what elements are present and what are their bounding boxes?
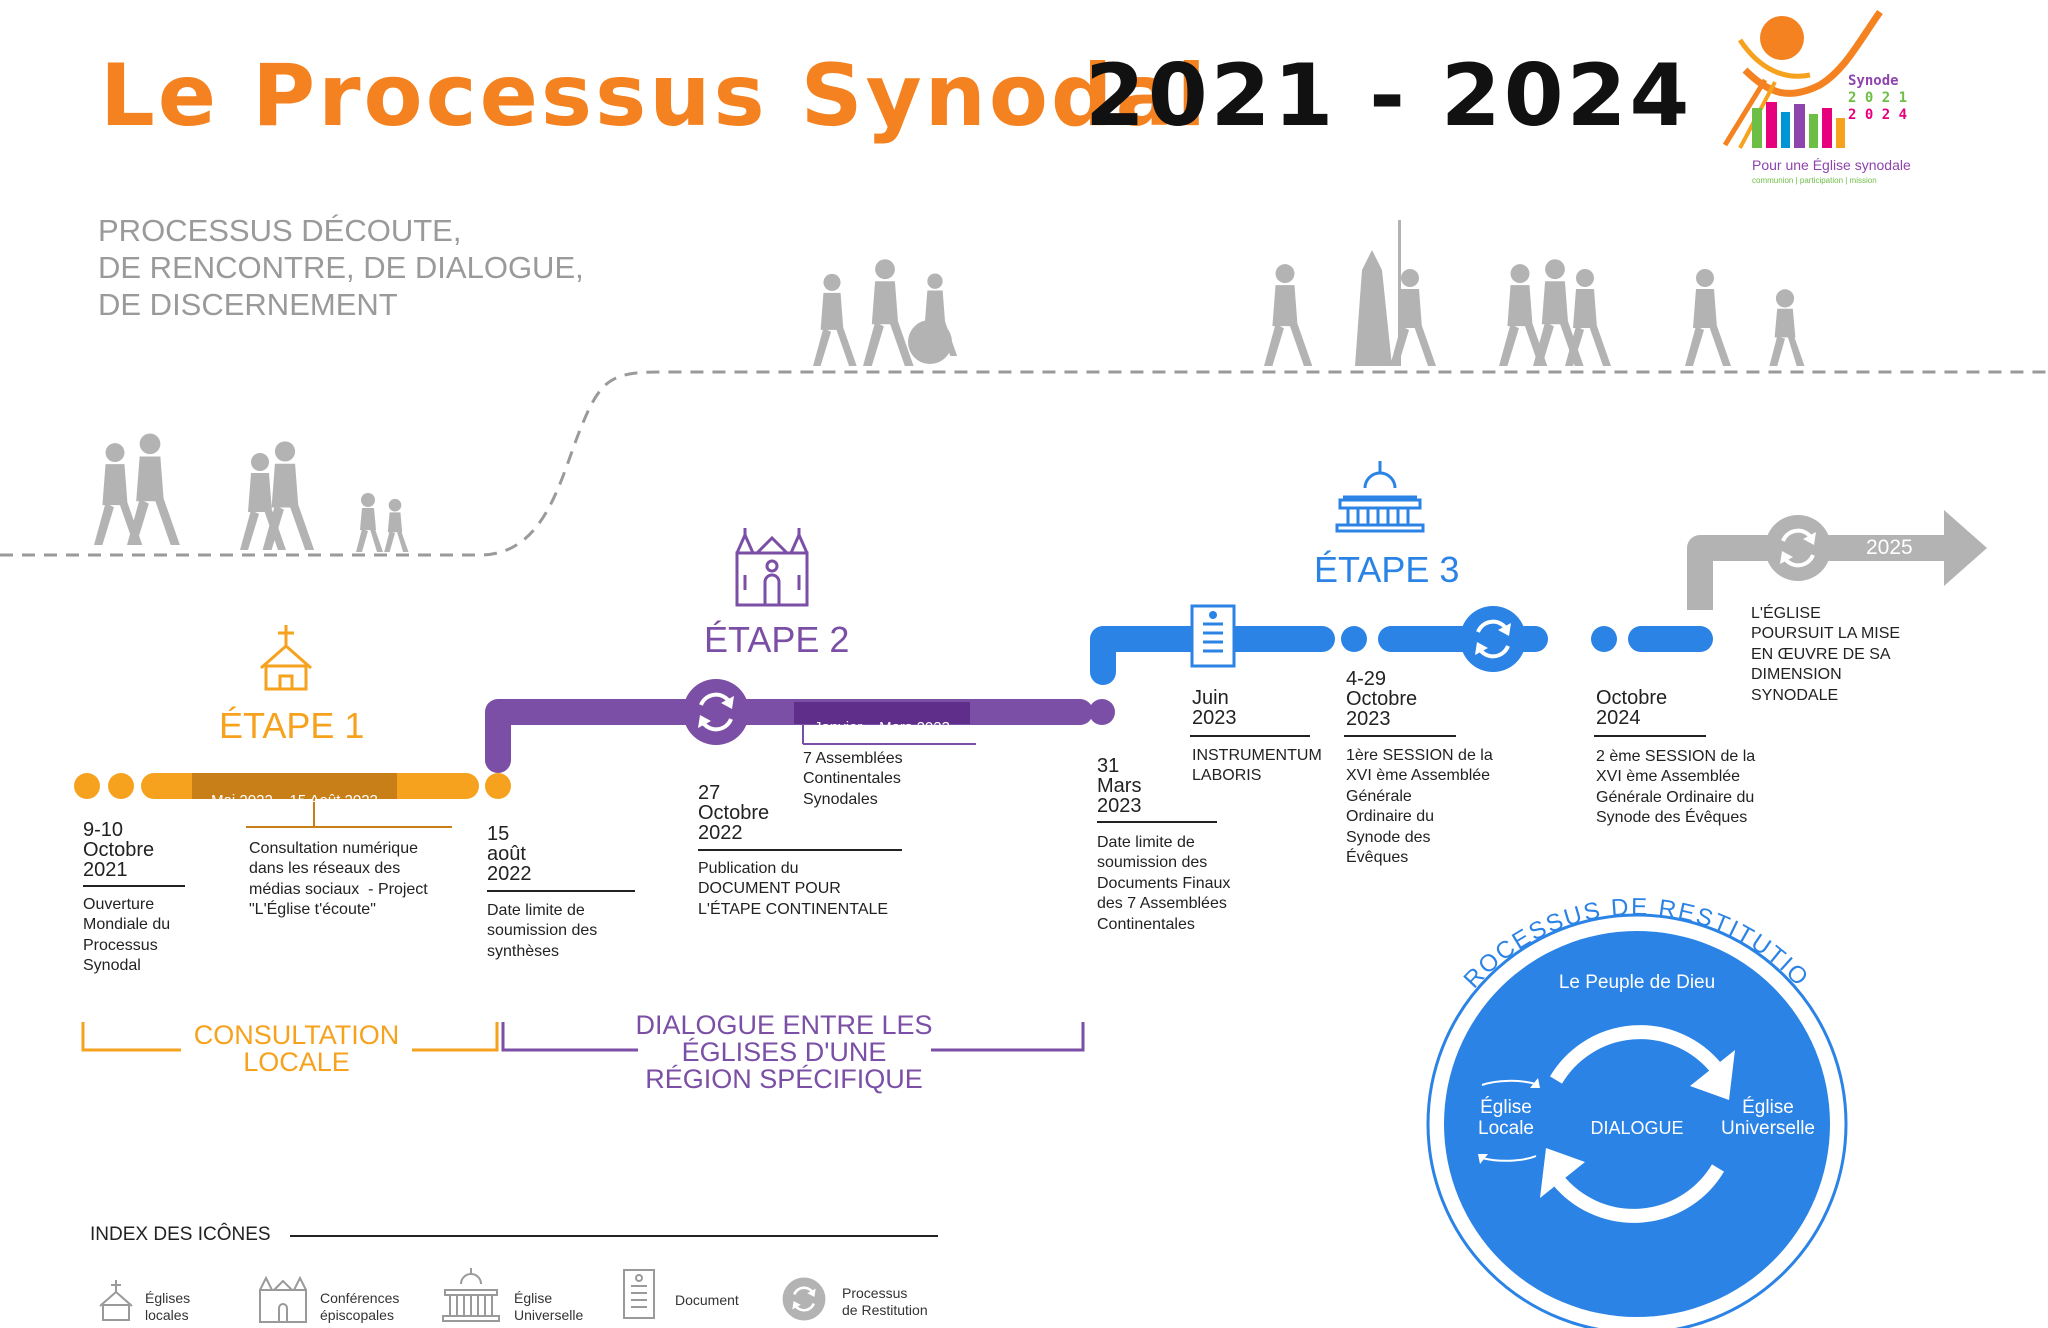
index-label-eglises-locales: Églises locales xyxy=(145,1290,191,1323)
phase-consultation-locale: CONSULTATION LOCALE xyxy=(193,1020,400,1077)
logo-year-2024: 2 0 2 4 xyxy=(1848,107,1908,123)
index-restitution-cycle-icon xyxy=(781,1276,827,1322)
event-desc: 1ère SESSION de la XVI ème Assemblée Gén… xyxy=(1346,747,1493,867)
future-year: 2025 xyxy=(1866,536,1913,559)
event-date: 31 Mars 2023 xyxy=(1097,755,1142,817)
etape2-timeline xyxy=(485,677,1115,773)
etape2-period: Janvier – Mars 2023 xyxy=(814,719,950,736)
event-desc: Ouverture Mondiale du Processus Synodal xyxy=(83,896,171,975)
date-underlines xyxy=(83,821,1217,892)
title-years: 2021 - 2024 xyxy=(1085,46,1693,146)
basilica-icon xyxy=(1335,461,1425,533)
subtitle: PROCESSUS DÉCOUTE, DE RENCONTRE, DE DIAL… xyxy=(98,213,584,323)
logo-synode: Synode xyxy=(1848,73,1899,89)
etape3-label: ÉTAPE 3 xyxy=(1314,549,1460,590)
people-silhouettes xyxy=(94,220,1805,552)
index-label-restitution: Processus de Restitution xyxy=(842,1285,928,1318)
logo-tagline: Pour une Église synodale xyxy=(1752,157,1911,173)
event-desc: Consultation numérique dans les réseaux … xyxy=(249,840,428,919)
dashed-path xyxy=(0,370,2048,557)
index-cathedral-icon xyxy=(259,1275,307,1323)
title-main: Le Processus Synodal xyxy=(100,46,1210,146)
event-date: 27 Octobre 2022 xyxy=(698,782,770,844)
cathedral-icon xyxy=(735,528,809,607)
event-desc: Date limite de soumission des synthèses xyxy=(487,902,598,960)
etape1-period: Mai 2022 – 15 Août 2022 xyxy=(211,792,378,809)
event-desc: Date limite de soumission des Documents … xyxy=(1097,834,1231,933)
event-date: 9-10 Octobre 2021 xyxy=(83,819,155,881)
etape1-timeline xyxy=(74,773,511,828)
restitution-right-label: Église Universelle xyxy=(1721,1097,1815,1140)
index-title: INDEX DES ICÔNES xyxy=(90,1224,271,1245)
event-desc: Publication du DOCUMENT POUR L'ÉTAPE CON… xyxy=(698,860,889,918)
event-date: Octobre 2024 xyxy=(1596,687,1668,729)
etape3-timeline xyxy=(1090,604,1713,737)
event-desc: 7 Assemblées Continentales Synodales xyxy=(803,750,903,808)
index-chapel-icon xyxy=(99,1280,133,1321)
restitution-top-label: Le Peuple de Dieu xyxy=(1558,972,1716,993)
event-date: 15 août 2022 xyxy=(487,823,532,885)
future-arrow xyxy=(1687,510,1987,610)
phase-brackets xyxy=(81,1022,1085,1052)
etape2-label: ÉTAPE 2 xyxy=(704,619,850,660)
event-desc: 2 ème SESSION de la XVI ème Assemblée Gé… xyxy=(1596,748,1756,827)
index-basilica-icon xyxy=(442,1268,500,1322)
synode-logo-art xyxy=(1722,9,1883,149)
event-desc: INSTRUMENTUM LABORIS xyxy=(1192,747,1322,785)
restitution-diagram: PROCESSUS DE RESTITUTION xyxy=(0,0,1848,1328)
future-desc: L'ÉGLISE POURSUIT LA MISE EN ŒUVRE DE SA… xyxy=(1751,605,1901,704)
phase-dialogue: DIALOGUE ENTRE LES ÉGLISES D'UNE RÉGION … xyxy=(635,1010,933,1094)
index-label-eglise-universelle: Église Universelle xyxy=(514,1290,584,1323)
chapel-icon xyxy=(260,625,312,691)
event-date: Juin 2023 xyxy=(1192,687,1237,729)
index-label-conferences: Conférences épiscopales xyxy=(320,1290,400,1323)
logo-year-2021: 2 0 2 1 xyxy=(1848,90,1908,106)
etape1-label: ÉTAPE 1 xyxy=(219,705,365,746)
restitution-left-label: Église Locale xyxy=(1478,1097,1534,1140)
icon-index-artwork xyxy=(99,1235,938,1323)
logo-subline: communion | participation | mission xyxy=(1752,176,1877,185)
event-date: 4-29 Octobre 2023 xyxy=(1346,668,1418,730)
index-document-icon xyxy=(623,1269,655,1319)
document-icon xyxy=(1190,604,1236,668)
restitution-center-label: DIALOGUE xyxy=(1590,1118,1684,1138)
index-label-document: Document xyxy=(675,1292,739,1308)
